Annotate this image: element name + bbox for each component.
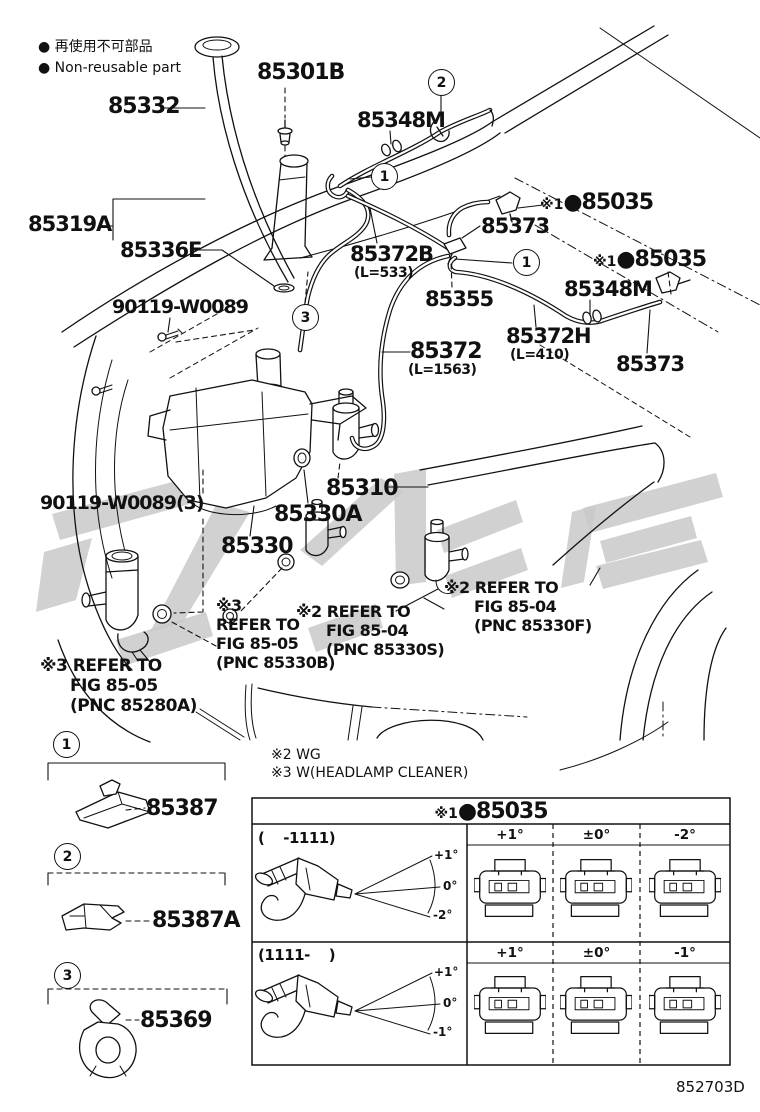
non-reusable-note-en: ● Non-reusable part <box>38 60 181 76</box>
part-length-85372B: (L=533) <box>354 265 414 281</box>
legend-callout-1: 1 <box>53 731 80 758</box>
nozzle-front-icon <box>649 858 721 918</box>
fan-zero-r0: 0° <box>443 879 458 893</box>
table-range-early: ( -1111) <box>258 829 336 847</box>
part-label-85369: 85369 <box>140 1008 213 1033</box>
legend-parts <box>47 762 228 1079</box>
footnote-headlamp: ※3 W(HEADLAMP CLEANER) <box>271 765 469 781</box>
col-minus1-r1: -1° <box>674 945 696 961</box>
fan-minus2-r0: -2° <box>433 908 453 922</box>
part-label-85387: 85387 <box>146 796 219 821</box>
filler-pipe-and-nozzle <box>194 36 313 293</box>
refer-note-85330B: ※3 REFER TO FIG 85-05 (PNC 85330B) <box>216 596 335 672</box>
watermark <box>36 468 723 666</box>
part-label-85387A: 85387A <box>152 908 241 933</box>
table-title-85035: ※1●85035 <box>434 799 548 824</box>
part-label-85348M-b: 85348M <box>564 277 653 301</box>
legend-callout-3: 3 <box>54 962 81 989</box>
part-label-85372: 85372 <box>410 339 483 364</box>
nozzle-front-icon <box>649 975 721 1035</box>
part-label-90119-a: 90119-W0089 <box>112 296 249 318</box>
col-plus1-r1: +1° <box>496 945 524 961</box>
col-plus1-r0: +1° <box>496 827 524 843</box>
refer-note-85280A: ※3 REFER TO FIG 85-05 (PNC 85280A) <box>40 656 197 716</box>
fan-plus1-r1: +1° <box>434 965 459 979</box>
nozzle-front-icon <box>474 858 546 918</box>
part-label-85310: 85310 <box>326 476 399 501</box>
part-label-85355: 85355 <box>425 287 494 311</box>
callout-3: 3 <box>292 304 319 331</box>
table-range-late: (1111- ) <box>258 946 336 964</box>
nozzle-front-icon <box>560 858 632 918</box>
part-length-85372: (L=1563) <box>408 362 477 378</box>
washer-pumps <box>81 328 469 653</box>
part-label-85373-a: 85373 <box>481 214 550 238</box>
part-label-85319A: 85319A <box>28 212 112 236</box>
part-label-85336E: 85336E <box>120 238 202 262</box>
washer-tank <box>147 348 367 516</box>
refer-note-85330S: ※2 REFER TO FIG 85-04 (PNC 85330S) <box>296 602 445 659</box>
non-reusable-note-jp: ● 再使用不可部品 <box>38 39 153 55</box>
part-label-90119-b: 90119-W0089(3) <box>40 492 205 514</box>
part-label-85301B: 85301B <box>257 60 345 85</box>
fan-minus1-r1: -1° <box>433 1025 453 1039</box>
part-length-85372H: (L=410) <box>510 347 570 363</box>
drawing-number: 852703D <box>676 1078 745 1096</box>
spec-table-grid <box>251 797 731 1066</box>
fan-zero-r1: 0° <box>443 996 458 1010</box>
part-label-85348M-a: 85348M <box>357 108 446 132</box>
part-label-85332: 85332 <box>108 94 181 119</box>
part-label-85330A: 85330A <box>274 502 363 527</box>
callout-1: 1 <box>371 163 398 190</box>
nozzle-side-view <box>254 855 441 921</box>
legend-callout-2: 2 <box>54 843 81 870</box>
part-label-85035-a: ※1●85035 <box>540 190 654 215</box>
fan-plus1-r0: +1° <box>434 848 459 862</box>
refer-note-85330F: ※2 REFER TO FIG 85-04 (PNC 85330F) <box>444 578 592 635</box>
part-label-85372B: 85372B <box>350 242 434 266</box>
col-zero-r1: ±0° <box>582 945 611 961</box>
callout-1: 1 <box>513 249 540 276</box>
footnote-wg: ※2 WG <box>271 747 321 763</box>
col-minus2-r0: -2° <box>674 827 696 843</box>
nozzle-front-icon <box>474 975 546 1035</box>
part-label-85373-b: 85373 <box>616 352 685 376</box>
part-label-85035-b: ※1●85035 <box>593 247 707 272</box>
part-label-85372H: 85372H <box>506 324 592 348</box>
callout-2: 2 <box>428 69 455 96</box>
nozzle-front-icon <box>560 975 632 1035</box>
part-label-85330: 85330 <box>221 534 294 559</box>
col-zero-r0: ±0° <box>582 827 611 843</box>
leader-lines <box>101 87 672 663</box>
